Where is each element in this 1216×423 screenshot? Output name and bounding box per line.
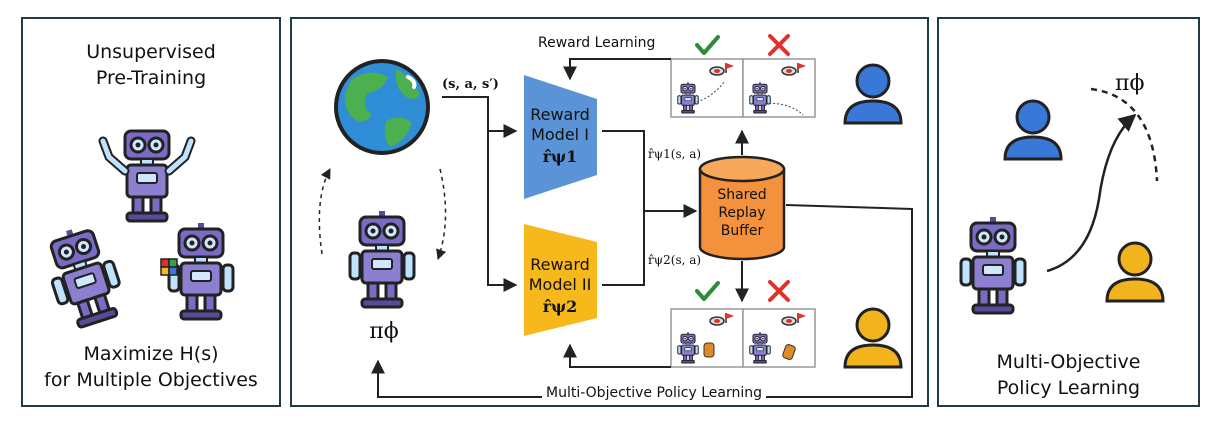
policy-learning-label: Multi-Objective Policy Learning	[542, 385, 766, 401]
pretraining-caption-line1: Maximize H(s)	[83, 343, 219, 365]
check-icon	[695, 35, 720, 55]
right-caption-line1: Multi-Objective	[996, 351, 1141, 373]
earth-icon	[334, 59, 430, 155]
right-caption-line2: Policy Learning	[996, 377, 1141, 399]
pretraining-caption-line2: for Multiple Objectives	[44, 369, 258, 391]
reward-model-1-symbol: r̂ψ1	[542, 147, 578, 166]
person-icon	[843, 63, 903, 125]
person-icon	[1105, 241, 1165, 303]
buffer-line3: Buffer	[720, 223, 764, 239]
reward-1-output: r̂ψ1(s, a)	[648, 147, 702, 161]
person-icon	[1003, 99, 1063, 161]
replay-buffer	[698, 155, 786, 261]
reward-model-2	[524, 224, 597, 336]
left-panel: Unsupervised Pre-Training Maximize H(s) …	[21, 17, 281, 407]
pretraining-title-line1: Unsupervised	[86, 41, 216, 63]
robot-icon	[36, 218, 131, 333]
center-panel: Reward Learning (s, a, s′) Reward Model …	[290, 17, 929, 407]
top-comparison	[671, 59, 815, 117]
policy-label: πϕ	[369, 319, 399, 344]
reward-model-2-line2: Model II	[528, 275, 592, 294]
reward-model-1-line2: Model I	[531, 125, 589, 144]
robot-icon	[103, 131, 191, 221]
reward-model-2-symbol: r̂ψ2	[542, 297, 578, 316]
reward-model-2-line1: Reward	[530, 255, 590, 274]
robot-icon	[167, 221, 235, 321]
cube-icon	[160, 258, 178, 276]
bottom-comparison	[671, 309, 815, 367]
buffer-line2: Replay	[718, 205, 766, 221]
person-icon	[843, 307, 903, 369]
robot-icon	[348, 209, 416, 309]
reward-model-1	[524, 75, 597, 199]
cross-icon	[768, 280, 790, 302]
reward-model-1-line1: Reward	[530, 105, 590, 124]
transition-label: (s, a, s′)	[442, 77, 499, 92]
cross-icon	[768, 34, 790, 56]
right-panel: πϕ Multi-Objective Policy Learning	[937, 17, 1200, 407]
robot-icon	[959, 215, 1027, 315]
right-policy-label: πϕ	[1115, 71, 1145, 96]
reward-2-output: r̂ψ2(s, a)	[648, 253, 702, 267]
right-panel-illustration	[959, 87, 1165, 315]
pretraining-title-line2: Pre-Training	[95, 67, 207, 89]
left-panel-illustration	[36, 19, 235, 333]
reward-learning-label: Reward Learning	[538, 35, 656, 51]
center-panel-diagram	[318, 34, 913, 398]
buffer-line1: Shared	[717, 187, 767, 203]
check-icon	[695, 281, 720, 301]
